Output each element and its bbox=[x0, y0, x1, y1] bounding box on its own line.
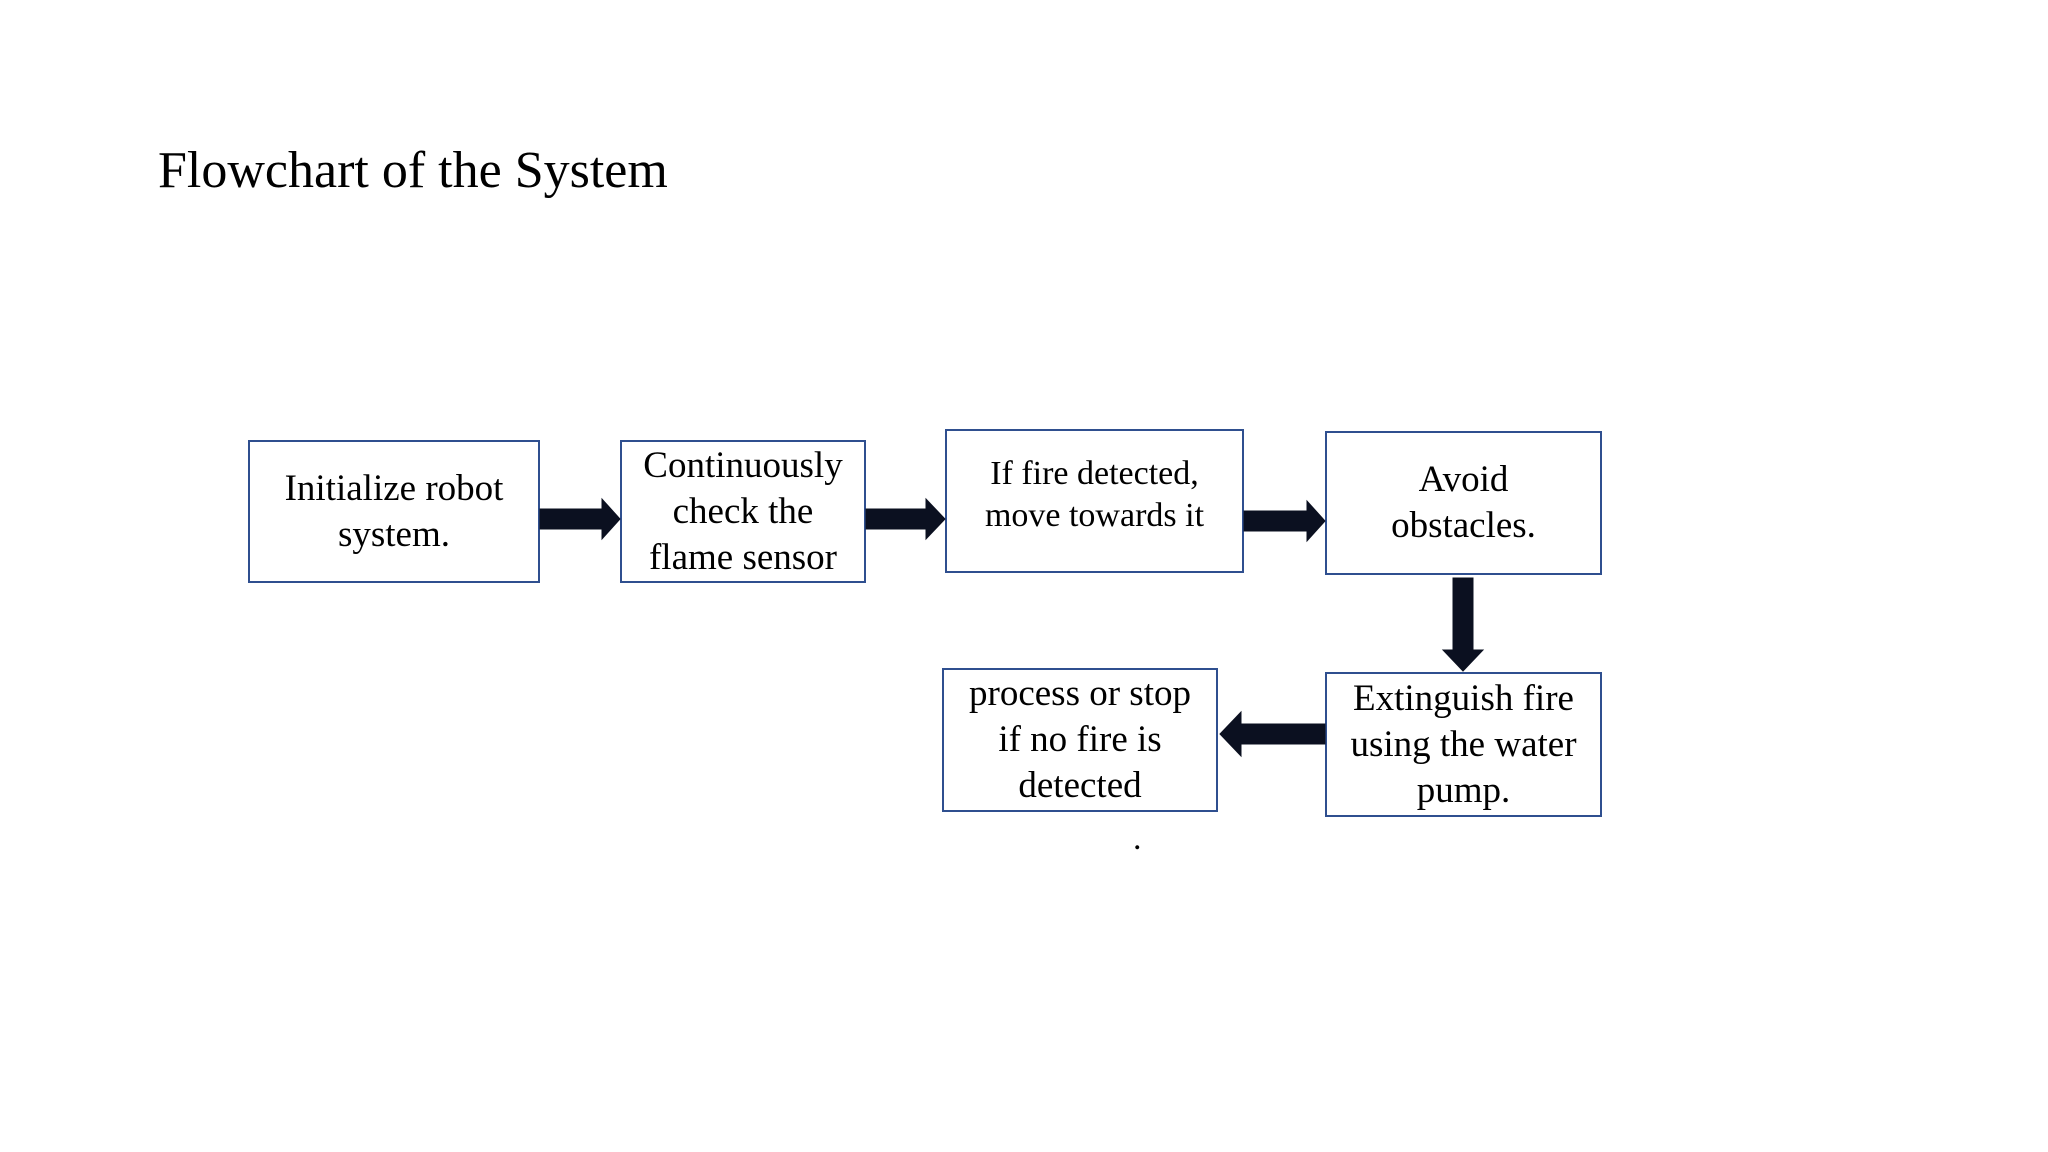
stray-dot: . bbox=[1133, 820, 1142, 857]
slide-title: Flowchart of the System bbox=[158, 142, 668, 199]
step-text-line: Continuously bbox=[643, 444, 843, 486]
step-avoid-obstacles-box: Avoid obstacles. bbox=[1325, 431, 1602, 575]
step-text-line: if no fire is bbox=[998, 719, 1162, 760]
step-text-line: move towards it bbox=[984, 497, 1205, 534]
down-arrow-icon bbox=[1441, 577, 1485, 672]
step-text-line: Avoid bbox=[1418, 459, 1509, 500]
step-text-line: process or stop bbox=[969, 673, 1191, 714]
step-text-line: flame sensor bbox=[648, 536, 837, 578]
step-process-or-stop-box: process or stop if no fire is detected bbox=[942, 668, 1218, 812]
step-text-line: check the bbox=[672, 490, 814, 532]
step-text-line: system. bbox=[337, 513, 451, 555]
step-text-line: Initialize robot bbox=[284, 467, 504, 509]
left-arrow-icon bbox=[1219, 710, 1326, 758]
step-text-line: detected bbox=[1018, 765, 1142, 806]
step-check-flame-sensor-box: Continuously check the flame sensor bbox=[620, 440, 866, 583]
step-text-line: obstacles. bbox=[1391, 505, 1536, 546]
step-extinguish-fire-box: Extinguish fire using the water pump. bbox=[1325, 672, 1602, 817]
step-text-line: If fire detected, bbox=[990, 455, 1199, 492]
right-arrow-icon bbox=[539, 497, 621, 541]
right-arrow-icon bbox=[1243, 499, 1326, 543]
step-move-towards-fire-box: If fire detected, move towards it bbox=[945, 429, 1244, 573]
step-text-line: using the water bbox=[1350, 723, 1577, 765]
right-arrow-icon bbox=[865, 497, 946, 541]
step-text-line: Extinguish fire bbox=[1353, 677, 1574, 719]
step-initialize-robot-box: Initialize robot system. bbox=[248, 440, 540, 583]
step-text-line: pump. bbox=[1416, 769, 1511, 811]
